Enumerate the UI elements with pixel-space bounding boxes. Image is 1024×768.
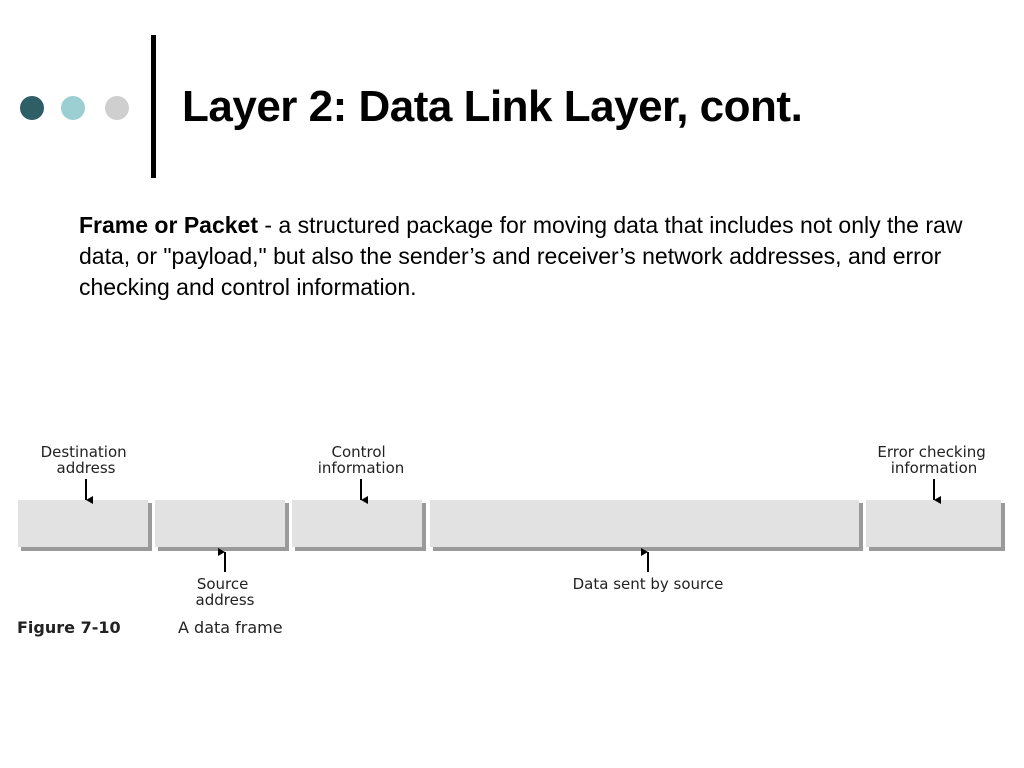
definition-term: Frame or Packet bbox=[79, 212, 258, 238]
bullet-dot-teal bbox=[61, 96, 85, 120]
label-data-line1: Data sent by source bbox=[573, 575, 724, 593]
field-data bbox=[430, 500, 859, 547]
data-frame-diagram: Destination address Control information … bbox=[17, 443, 1005, 637]
bullet-dot-dark bbox=[20, 96, 44, 120]
figure-number: Figure 7-10 bbox=[17, 618, 121, 637]
label-control-line2: information bbox=[318, 459, 405, 477]
label-destination: Destination address bbox=[41, 443, 132, 477]
field-error-checking bbox=[866, 500, 1001, 547]
label-error-line1: Error checking bbox=[877, 443, 985, 461]
label-source-line1: Source bbox=[197, 575, 249, 593]
label-source: Source address bbox=[196, 575, 255, 609]
label-error-checking: Error checking information bbox=[877, 443, 990, 477]
slide-title: Layer 2: Data Link Layer, cont. bbox=[182, 82, 803, 131]
bullet-dot-gray bbox=[105, 96, 129, 120]
label-error-line2: information bbox=[891, 459, 978, 477]
label-data: Data sent by source bbox=[573, 575, 724, 593]
title-divider bbox=[151, 35, 156, 178]
label-control: Control information bbox=[318, 443, 405, 477]
field-source-address bbox=[155, 500, 285, 547]
label-source-line2: address bbox=[196, 591, 255, 609]
label-control-line1: Control bbox=[331, 443, 385, 461]
field-destination-address bbox=[18, 500, 148, 547]
definition-paragraph: Frame or Packet - a structured package f… bbox=[79, 210, 999, 303]
definition-text: - a structured package for moving data t… bbox=[79, 212, 963, 300]
label-destination-line1: Destination bbox=[41, 443, 127, 461]
label-destination-line2: address bbox=[57, 459, 116, 477]
field-control-information bbox=[292, 500, 422, 547]
figure-caption: A data frame bbox=[178, 618, 283, 637]
